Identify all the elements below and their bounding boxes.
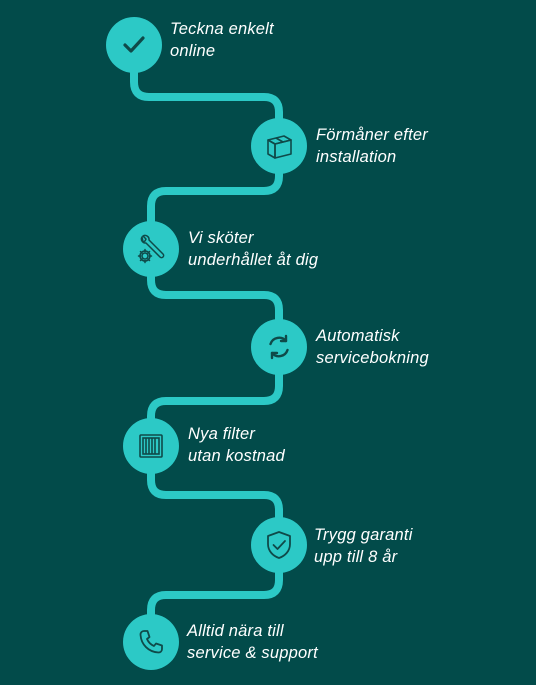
phone-icon [139, 630, 163, 654]
step-3-node [123, 221, 179, 277]
step-4-label: Automatisk servicebokning [316, 325, 429, 369]
step-4-line2: servicebokning [316, 349, 429, 367]
shield-check-icon [267, 531, 291, 559]
step-7-node [123, 614, 179, 670]
step-7-line1: Alltid nära till [187, 622, 284, 640]
step-1-line2: online [170, 42, 216, 60]
step-5-line1: Nya filter [188, 425, 256, 443]
step-1-node [106, 17, 162, 73]
step-6-node [251, 517, 307, 573]
step-6-label: Trygg garanti upp till 8 år [314, 524, 413, 568]
step-7-line2: service & support [187, 644, 318, 662]
step-2-node [251, 118, 307, 174]
step-1-line1: Teckna enkelt [170, 20, 274, 38]
step-3-label: Vi sköter underhållet åt dig [188, 227, 318, 271]
step-3-line2: underhållet åt dig [188, 251, 319, 269]
box-icon [267, 135, 292, 159]
step-5-node [123, 418, 179, 474]
filter-icon [139, 434, 163, 458]
step-7-label: Alltid nära till service & support [187, 620, 318, 664]
step-2-line1: Förmåner efter [316, 126, 428, 144]
step-2-line2: installation [316, 148, 397, 166]
checkmark-icon [123, 36, 145, 53]
step-6-line2: upp till 8 år [314, 548, 398, 566]
step-2-label: Förmåner efter installation [316, 124, 428, 168]
step-4-line1: Automatisk [316, 327, 400, 345]
step-4-node [251, 319, 307, 375]
refresh-icon [269, 334, 289, 360]
step-3-line1: Vi sköter [188, 229, 254, 247]
step-1-label: Teckna enkelt online [170, 18, 274, 62]
step-5-line2: utan kostnad [188, 447, 285, 465]
step-6-line1: Trygg garanti [314, 526, 413, 544]
wrench-gear-icon [137, 234, 165, 264]
step-5-label: Nya filter utan kostnad [188, 423, 285, 467]
